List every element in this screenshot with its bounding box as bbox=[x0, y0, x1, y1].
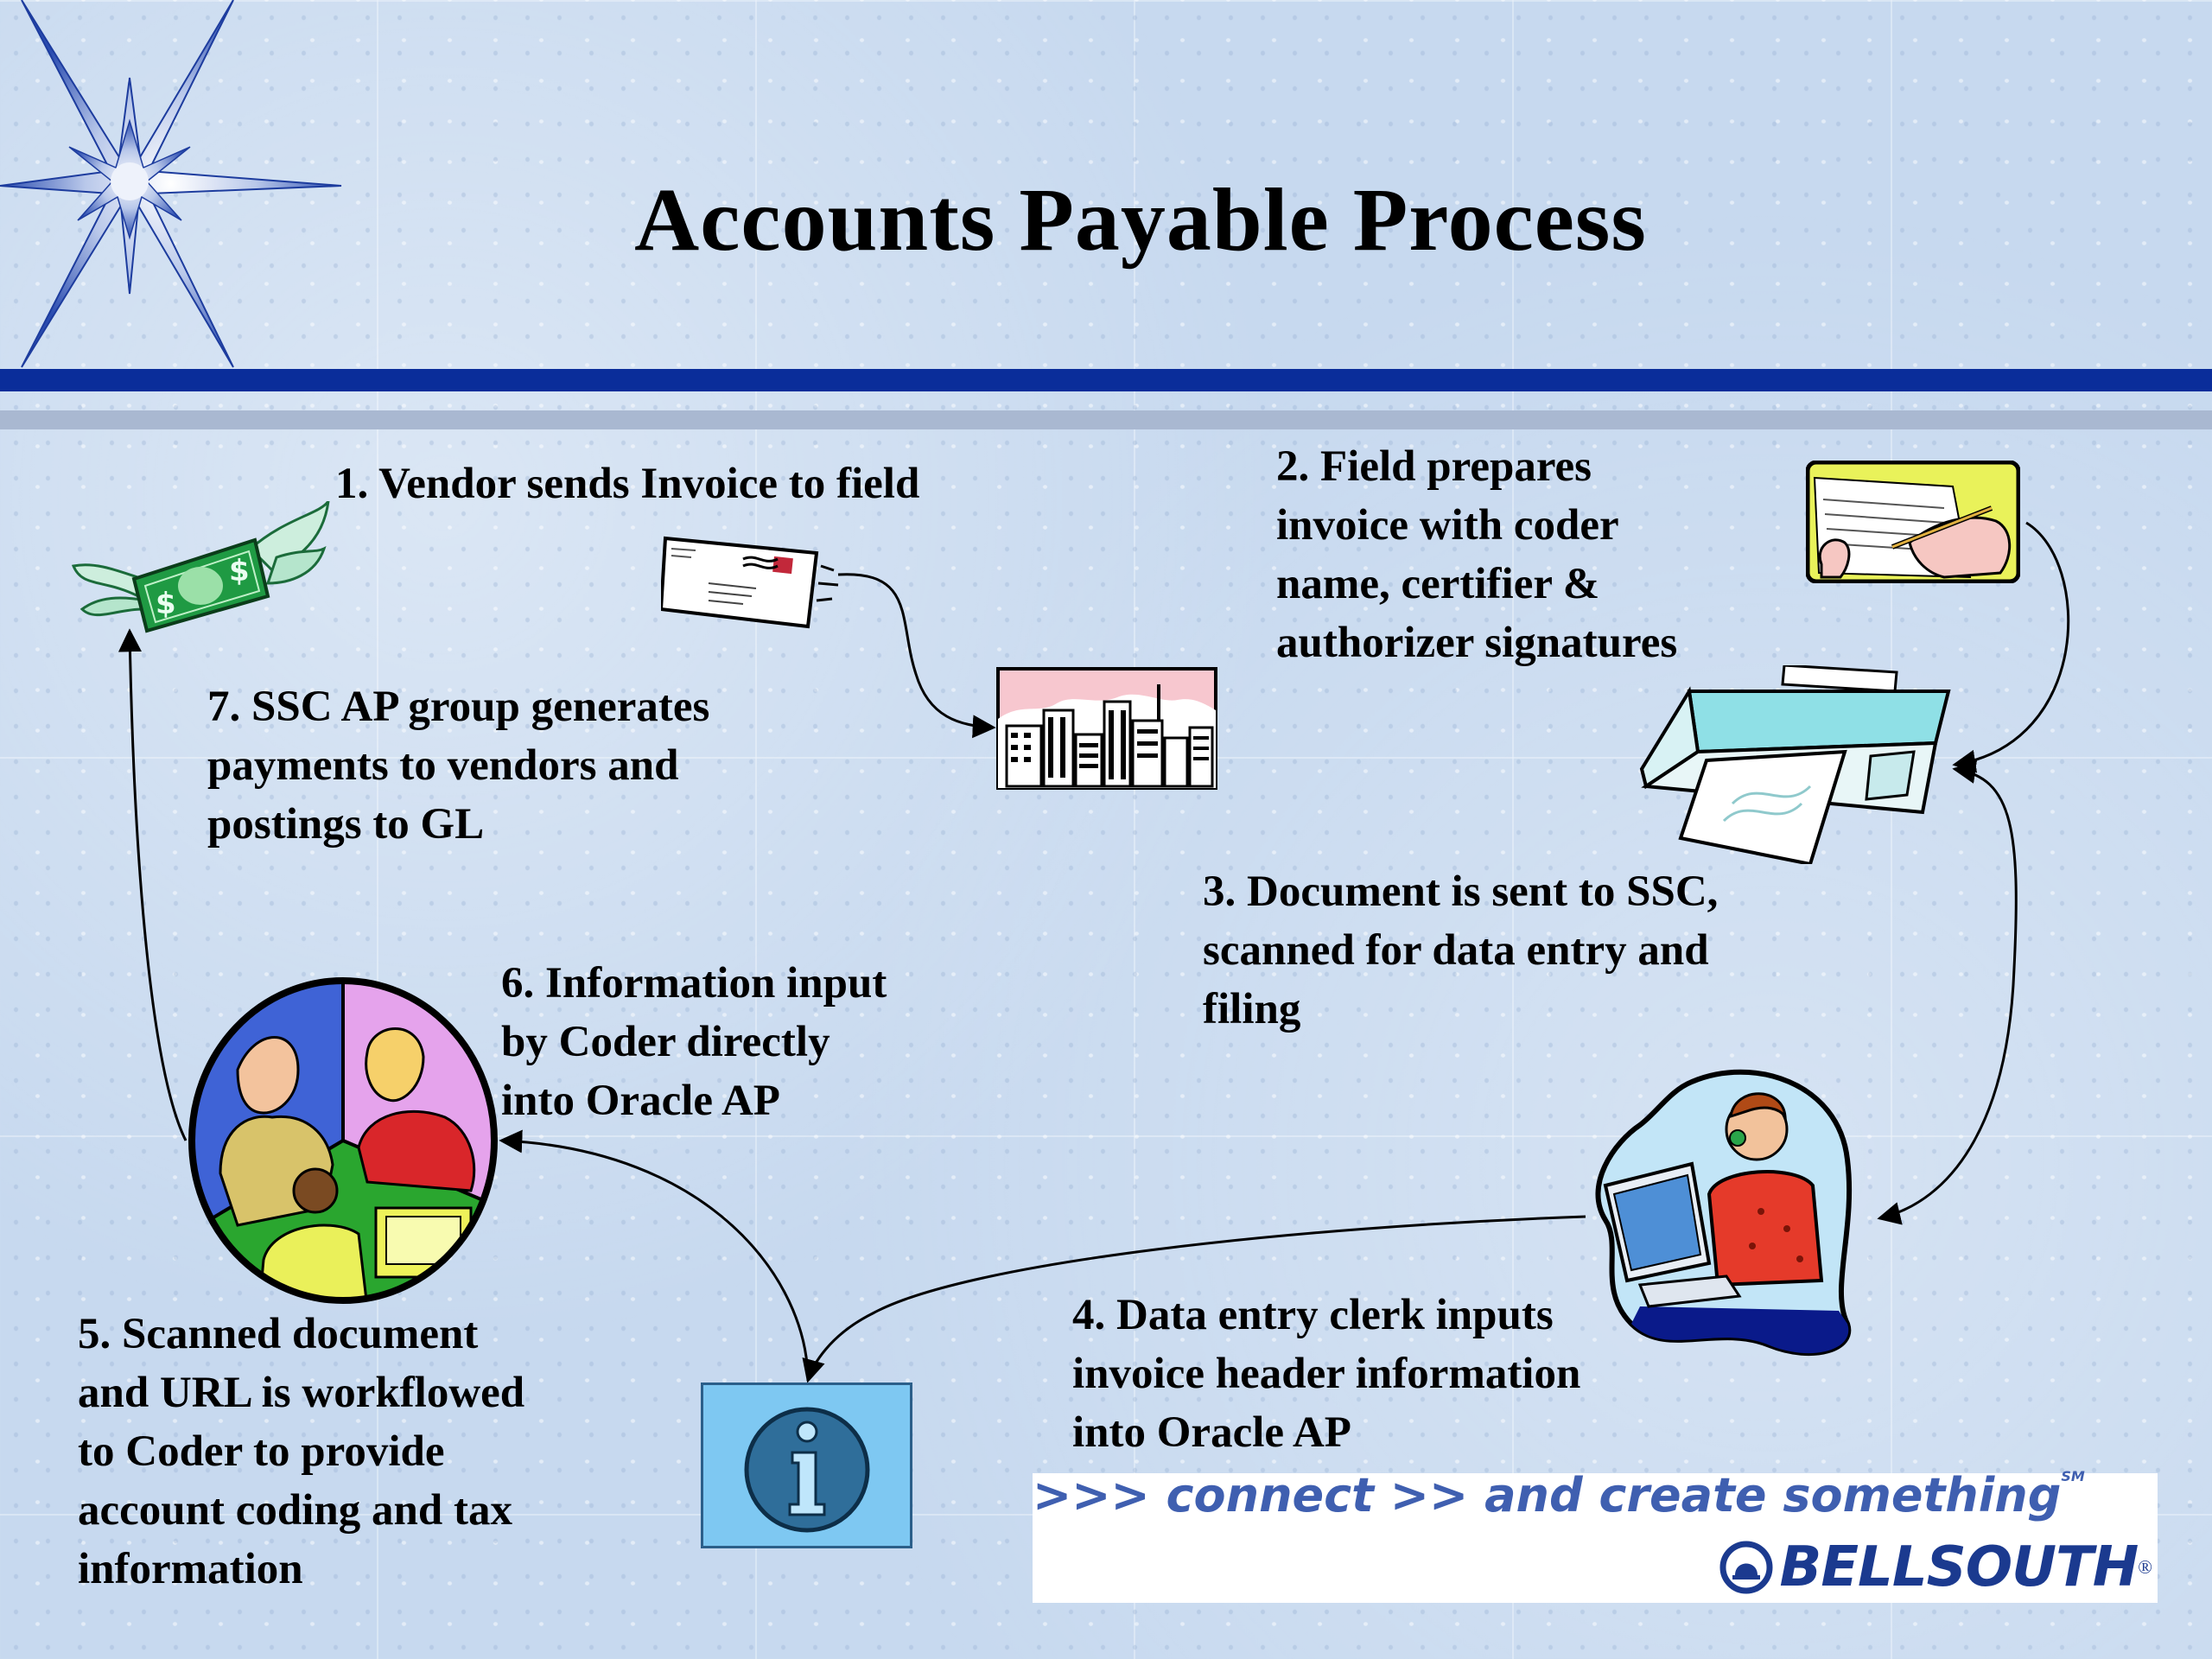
step-5-line-2: and URL is workflowed bbox=[78, 1369, 525, 1417]
bellsouth-logo: BELLSOUTH® bbox=[1719, 1535, 2152, 1599]
slide-title: Accounts Payable Process bbox=[634, 170, 1647, 270]
step-2-line-4: authorizer signatures bbox=[1276, 619, 1678, 667]
title-rule-dark bbox=[0, 369, 2212, 391]
step-3-text: 3. Document is sent to SSC, scanned for … bbox=[1203, 862, 1718, 1039]
step-6-line-1: 6. Information input bbox=[501, 959, 887, 1007]
arrow-scanner-to-clerk bbox=[1877, 760, 2018, 1225]
step-2-line-2: invoice with coder bbox=[1276, 501, 1619, 550]
step-7-line-2: payments to vendors and bbox=[207, 741, 679, 790]
step-2-text: 2. Field prepares invoice with coder nam… bbox=[1276, 437, 1677, 672]
step-4-line-2: invoice header information bbox=[1072, 1350, 1581, 1398]
data-entry-clerk-icon bbox=[1595, 1069, 1853, 1357]
arrow-team-to-money bbox=[118, 628, 188, 1141]
step-6-line-2: by Coder directly bbox=[501, 1018, 830, 1066]
title-rule-light bbox=[0, 410, 2212, 429]
scanner-icon bbox=[1639, 665, 1951, 864]
step-4-line-3: into Oracle AP bbox=[1072, 1408, 1351, 1457]
step-4-text: 4. Data entry clerk inputs invoice heade… bbox=[1072, 1286, 1580, 1462]
step-5-text: 5. Scanned document and URL is workflowe… bbox=[78, 1305, 524, 1599]
step-3-line-3: filing bbox=[1203, 985, 1301, 1033]
brand-name: BELLSOUTH bbox=[1779, 1535, 2139, 1599]
step-7-text: 7. SSC AP group generates payments to ve… bbox=[207, 677, 709, 854]
starburst-icon bbox=[0, 0, 342, 368]
step-2-line-3: name, certifier & bbox=[1276, 560, 1600, 608]
svg-text:$: $ bbox=[229, 554, 250, 588]
step-6-text: 6. Information input by Coder directly i… bbox=[501, 954, 887, 1130]
step-4-line-1: 4. Data entry clerk inputs bbox=[1072, 1291, 1554, 1339]
step-5-line-1: 5. Scanned document bbox=[78, 1310, 479, 1358]
step-5-line-4: account coding and tax bbox=[78, 1486, 512, 1535]
information-icon bbox=[701, 1382, 912, 1548]
step-3-line-2: scanned for data entry and bbox=[1203, 926, 1709, 975]
registered-mark: ® bbox=[2138, 1556, 2152, 1578]
svg-text:$: $ bbox=[156, 587, 176, 621]
coder-team-icon bbox=[188, 977, 498, 1304]
step-2-line-1: 2. Field prepares bbox=[1276, 442, 1592, 491]
tagline-text: >>> connect >> and create something bbox=[1033, 1468, 2062, 1522]
banner-tagline: >>> connect >> and create somethingSM bbox=[1033, 1468, 2085, 1522]
step-3-line-1: 3. Document is sent to SSC, bbox=[1203, 868, 1719, 916]
bellsouth-banner: >>> connect >> and create somethingSM BE… bbox=[1033, 1468, 2158, 1603]
step-5-line-3: to Coder to provide bbox=[78, 1427, 445, 1476]
flying-money-icon: $ $ bbox=[71, 501, 330, 633]
envelope-icon bbox=[661, 536, 839, 629]
arrow-clerk-to-info bbox=[802, 1215, 1586, 1383]
signing-hand-icon bbox=[1806, 461, 2020, 583]
arrow-envelope-to-city bbox=[837, 573, 996, 739]
service-mark: SM bbox=[2061, 1468, 2085, 1484]
bell-logo-icon bbox=[1719, 1541, 1773, 1594]
arrow-signing-to-scanner bbox=[1952, 521, 2070, 773]
city-office-icon bbox=[996, 667, 1217, 790]
step-7-line-1: 7. SSC AP group generates bbox=[207, 683, 710, 731]
step-7-line-3: postings to GL bbox=[207, 800, 485, 849]
step-1-text: 1. Vendor sends Invoice to field bbox=[335, 460, 920, 508]
step-5-line-5: information bbox=[78, 1545, 303, 1593]
step-6-line-3: into Oracle AP bbox=[501, 1077, 780, 1125]
arrow-info-to-team bbox=[499, 1129, 810, 1382]
